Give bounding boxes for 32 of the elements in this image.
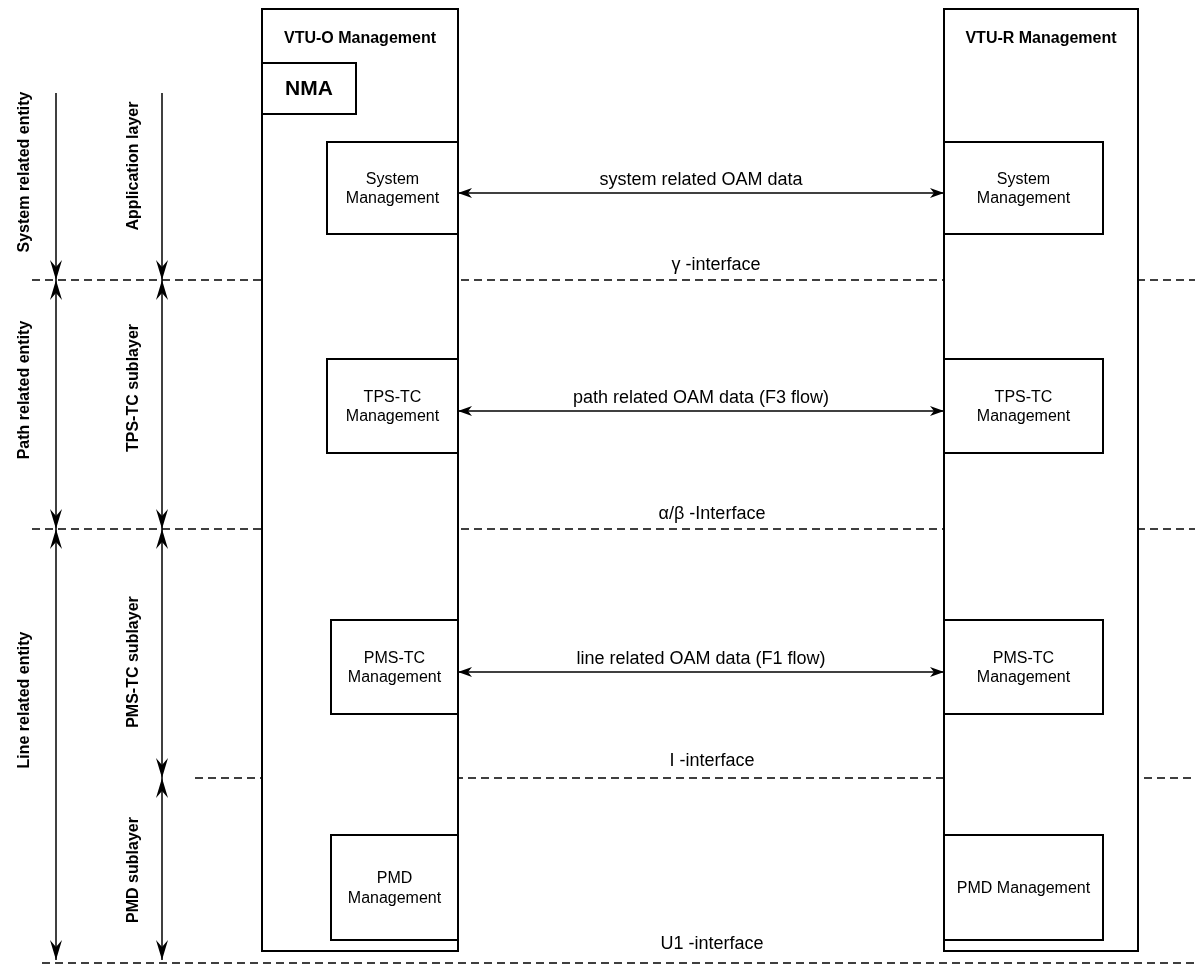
function-box	[943, 358, 1104, 454]
layer-label: PMS-TC sublayer	[125, 596, 141, 728]
box-label: System Management	[344, 168, 441, 208]
box-label: NMA	[284, 75, 334, 102]
box-label: TPS-TC Management	[975, 386, 1072, 426]
layer-label: PMD sublayer	[125, 817, 141, 923]
function-box	[326, 358, 459, 454]
arrow	[458, 667, 944, 677]
layer-label: Path related entity	[16, 320, 32, 460]
function-box	[330, 619, 459, 715]
function-box	[943, 834, 1104, 941]
entity-title: VTU-O Management	[283, 28, 437, 48]
box-label: PMD Management	[346, 868, 443, 907]
function-box	[943, 141, 1104, 235]
function-box	[326, 141, 459, 235]
box-label: TPS-TC Management	[344, 386, 441, 426]
box-label: PMS-TC Management	[975, 647, 1072, 687]
management-entity-box	[943, 8, 1139, 952]
box-label: PMD Management	[955, 877, 1092, 898]
function-box	[330, 834, 459, 941]
layer-label: Application layer	[125, 101, 141, 231]
box-label: System Management	[975, 168, 1072, 208]
management-entity-box	[261, 8, 459, 952]
function-box	[943, 619, 1104, 715]
layer-label: Line related entity	[16, 631, 32, 769]
function-box	[261, 62, 357, 115]
layer-label: System related entity	[16, 91, 32, 253]
arrow	[458, 188, 944, 198]
arrow	[458, 406, 944, 416]
box-label: PMS-TC Management	[346, 647, 443, 687]
layer-label: TPS-TC sublayer	[125, 324, 141, 452]
entity-title: VTU-R Management	[964, 28, 1118, 48]
